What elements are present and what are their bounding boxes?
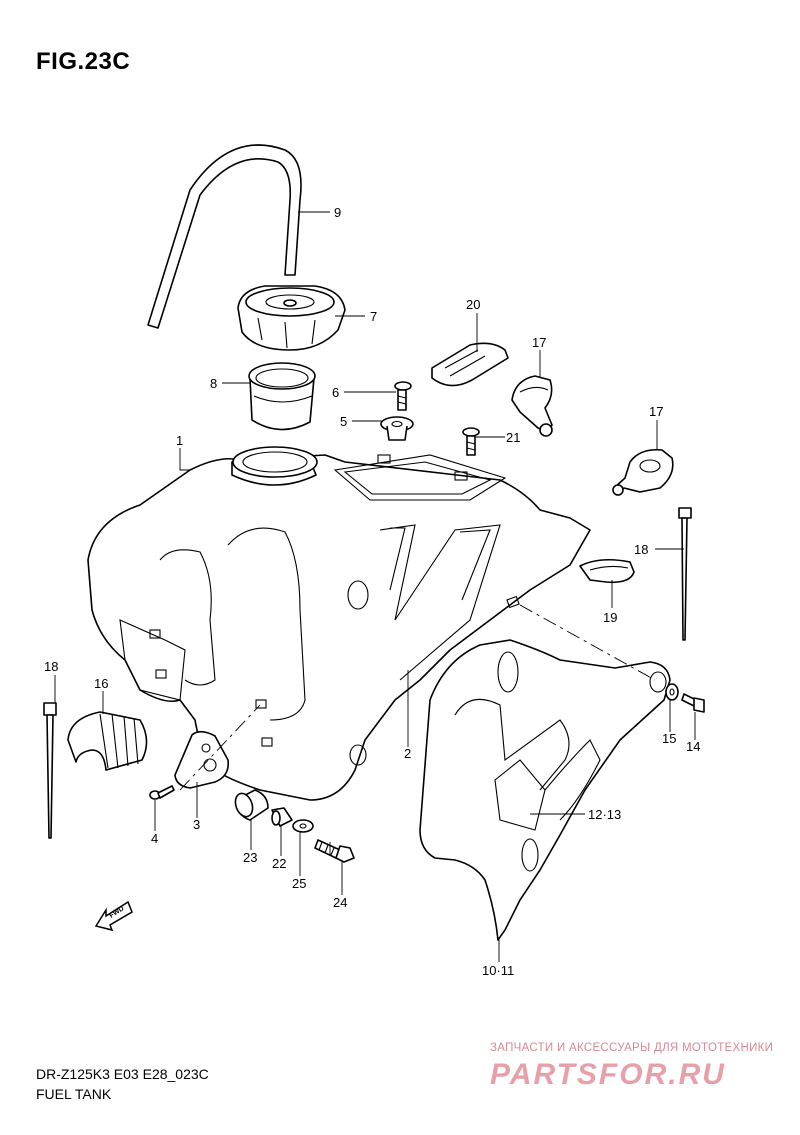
tank-protector: [67, 711, 148, 771]
damper-cushion: [234, 789, 269, 821]
callout-17-upper: 17: [532, 335, 546, 350]
bolt: [314, 839, 355, 863]
section-name: FUEL TANK: [36, 1086, 112, 1102]
grommet: [380, 416, 414, 441]
washer: [292, 819, 314, 833]
fuel-tank: [87, 446, 591, 801]
callout-1: 1: [176, 433, 183, 448]
callout-4: 4: [151, 831, 158, 846]
callout-10-11: 10·11: [482, 963, 514, 978]
callout-8: 8: [210, 376, 217, 391]
callout-24: 24: [333, 895, 347, 910]
leader-lines: [54, 211, 696, 962]
callout-23: 23: [243, 850, 257, 865]
model-code: DR-Z125K3 E03 E28_023C: [36, 1066, 209, 1082]
callout-labels: 1 2 3 4 5 6 7 8 9 10·11 12·13 14 15 16 1…: [44, 205, 700, 978]
callout-21: 21: [506, 430, 520, 445]
fuel-cap: [237, 285, 346, 351]
callout-19: 19: [603, 610, 617, 625]
callout-6: 6: [332, 385, 339, 400]
screw-4: [149, 785, 175, 800]
callout-9: 9: [334, 205, 341, 220]
figure-title: FIG.23C: [36, 48, 131, 75]
callout-22: 22: [272, 856, 286, 871]
callout-3: 3: [193, 817, 200, 832]
filler-neck-ring: [248, 362, 316, 431]
forward-direction-arrow: FWD: [94, 900, 133, 932]
hose-clamp-lower: [612, 448, 674, 496]
callout-18-left: 18: [44, 659, 58, 674]
tank-side-cover: [419, 639, 671, 941]
callout-5: 5: [340, 414, 347, 429]
callout-17-lower: 17: [649, 404, 663, 419]
washer-15: [665, 683, 679, 701]
bolt-14: [681, 693, 705, 713]
screw-21: [462, 427, 480, 456]
watermark-logo: PARTSFOR.RU: [490, 1058, 726, 1091]
cushion: [579, 558, 635, 584]
watermark-tagline: ЗАПЧАСТИ И АКСЕССУАРЫ ДЛЯ МОТОТЕХНИКИ: [490, 1042, 774, 1054]
tank-strap: [431, 342, 509, 387]
callout-20: 20: [466, 297, 480, 312]
cable-tie-right: [678, 507, 692, 641]
cable-tie-left: [43, 702, 57, 839]
collar: [271, 807, 293, 827]
callout-12-13: 12·13: [588, 807, 621, 822]
callout-7: 7: [370, 309, 377, 324]
hose-clamp-upper: [511, 375, 553, 437]
callout-25: 25: [292, 876, 306, 891]
callout-14: 14: [686, 739, 700, 754]
screw: [394, 381, 412, 411]
callout-18-right: 18: [634, 542, 648, 557]
callout-16: 16: [94, 676, 108, 691]
breather-hose: [147, 144, 302, 329]
callout-15: 15: [662, 731, 676, 746]
callout-2: 2: [404, 746, 411, 761]
